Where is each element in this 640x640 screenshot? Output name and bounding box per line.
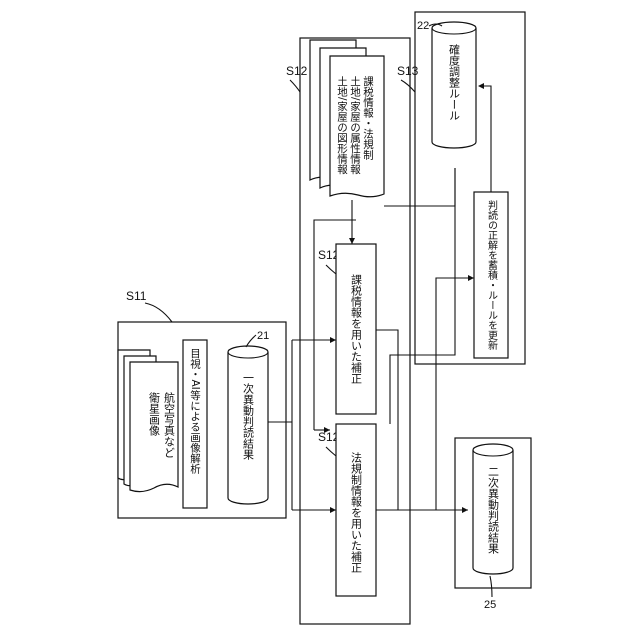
leader-s12b (326, 265, 336, 274)
db-accuracy-rule: 確度調整ルール (432, 22, 476, 148)
label-s13: S13 (397, 64, 419, 78)
db-accuracy-label: 確度調整ルール (448, 43, 461, 121)
label-s11: S11 (126, 289, 147, 303)
ref-21: 21 (257, 330, 269, 342)
db-primary-result: 一次異動判読結果 (228, 346, 268, 504)
photo-stack: 衛星画像 航空写真など (118, 350, 178, 492)
info-docs-stack: 土地/家屋の図形情報 土地/家屋の属性情報 課税情報・法規制 (310, 40, 384, 197)
info-doc-line2: 土地/家屋の属性情報 (349, 75, 361, 175)
leader-s13 (401, 80, 415, 92)
info-doc-line1: 土地/家屋の図形情報 (336, 75, 348, 175)
leader-s11 (145, 303, 172, 322)
db-secondary-result: 二次異動判読結果 (473, 444, 513, 574)
leader-s12a (326, 447, 336, 456)
db-primary-label: 一次異動判読結果 (242, 372, 255, 461)
ref-22: 22 (417, 20, 429, 32)
photo-label-line1: 衛星画像 (148, 392, 161, 436)
rule-update-label: 判読の正解を蓄積・ルールを更新 (486, 200, 498, 351)
label-s12: S12 (286, 64, 308, 78)
photo-label-line2: 航空写真など (163, 391, 176, 458)
image-analysis-label: 目視・AI等による画像解析 (189, 348, 201, 475)
info-doc-line3: 課税情報・法規制 (362, 75, 374, 160)
ref-25: 25 (484, 599, 496, 611)
leader-21 (246, 335, 256, 347)
leader-s12 (290, 80, 300, 92)
s12a-correction-label: 法規制情報を用いた補正 (350, 451, 363, 573)
db-secondary-label: 二次異動判読結果 (487, 466, 500, 555)
s12b-correction-label: 課税情報を用いた補正 (350, 273, 363, 384)
leader-25 (490, 576, 492, 597)
